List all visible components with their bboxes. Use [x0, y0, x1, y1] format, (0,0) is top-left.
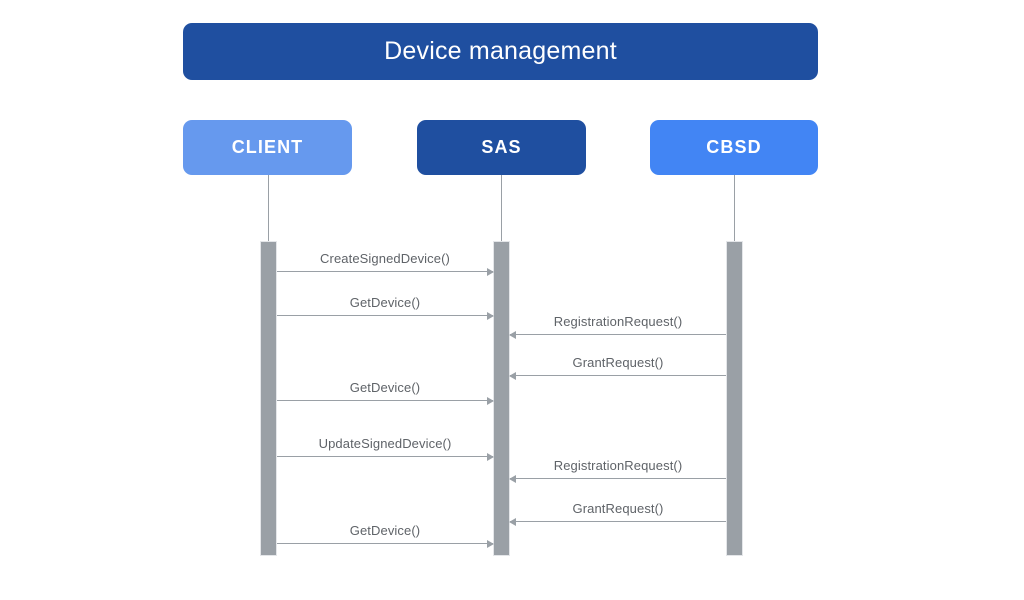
message-label: GetDevice() [349, 380, 421, 395]
arrow-head-right-icon [487, 267, 494, 276]
arrow-head-right-icon [487, 396, 494, 405]
message-label: RegistrationRequest() [553, 314, 683, 329]
participant-client[interactable]: CLIENT [183, 120, 352, 175]
participant-sas[interactable]: SAS [417, 120, 586, 175]
lifeline-cbsd [734, 175, 735, 241]
message-arrow[interactable]: UpdateSignedDevice() [277, 436, 494, 461]
message-label: CreateSignedDevice() [320, 251, 450, 266]
arrow-head-right-icon [487, 539, 494, 548]
message-arrow[interactable]: RegistrationRequest() [509, 314, 726, 339]
participant-label: CLIENT [231, 137, 304, 157]
message-arrow[interactable]: GetDevice() [277, 295, 494, 320]
message-arrow[interactable]: GetDevice() [277, 380, 494, 405]
lifeline-sas [501, 175, 502, 241]
message-label: GrantRequest() [572, 501, 664, 516]
message-label: UpdateSignedDevice() [318, 436, 452, 451]
message-arrow[interactable]: RegistrationRequest() [509, 458, 726, 483]
message-arrow[interactable]: GrantRequest() [509, 355, 726, 380]
activation-bar-client [260, 241, 277, 556]
activation-bar-cbsd [726, 241, 743, 556]
participant-label: SAS [481, 137, 522, 157]
arrow-head-left-icon [509, 474, 516, 483]
arrow-head-left-icon [509, 517, 516, 526]
message-label: GrantRequest() [572, 355, 664, 370]
message-label: GetDevice() [349, 295, 421, 310]
arrow-head-right-icon [487, 311, 494, 320]
message-arrow[interactable]: GrantRequest() [509, 501, 726, 526]
arrow-head-right-icon [487, 452, 494, 461]
participant-label: CBSD [706, 137, 762, 157]
diagram-title-text: Device management [384, 37, 617, 65]
message-label: RegistrationRequest() [553, 458, 683, 473]
activation-bar-sas [493, 241, 510, 556]
participant-cbsd[interactable]: CBSD [650, 120, 818, 175]
message-label: GetDevice() [349, 523, 421, 538]
arrow-head-left-icon [509, 371, 516, 380]
lifeline-client [268, 175, 269, 241]
arrow-head-left-icon [509, 330, 516, 339]
message-arrow[interactable]: CreateSignedDevice() [277, 251, 494, 276]
message-arrow[interactable]: GetDevice() [277, 523, 494, 548]
diagram-title-banner: Device management [183, 23, 818, 80]
